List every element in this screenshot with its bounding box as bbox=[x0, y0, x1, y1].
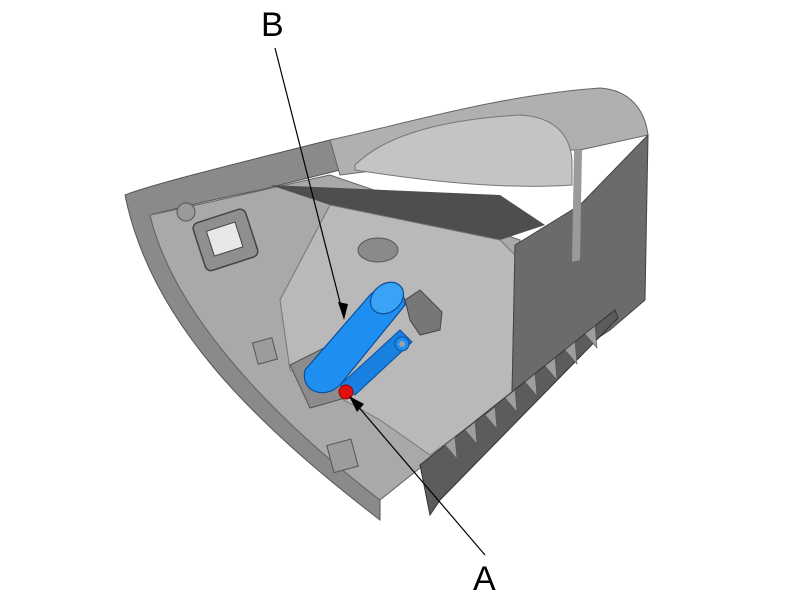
side-rib bbox=[572, 150, 582, 262]
clip-lower bbox=[326, 438, 359, 474]
damper-b bbox=[303, 281, 413, 396]
callout-label-a: A bbox=[473, 560, 496, 598]
arrow-b bbox=[338, 302, 348, 320]
callout-label-b: B bbox=[261, 6, 284, 44]
clip-mid bbox=[251, 337, 279, 365]
dark-band bbox=[270, 185, 545, 240]
mount-post bbox=[176, 202, 196, 222]
fastener-a bbox=[338, 384, 354, 400]
bottom-rail bbox=[419, 309, 619, 517]
rail-teeth bbox=[444, 325, 598, 460]
arrow-a bbox=[349, 396, 364, 412]
lid-hump bbox=[354, 114, 573, 187]
retainer-tab bbox=[404, 289, 443, 336]
leader-b bbox=[274, 47, 345, 319]
leader-a bbox=[349, 396, 486, 556]
vent-slot bbox=[357, 237, 399, 263]
